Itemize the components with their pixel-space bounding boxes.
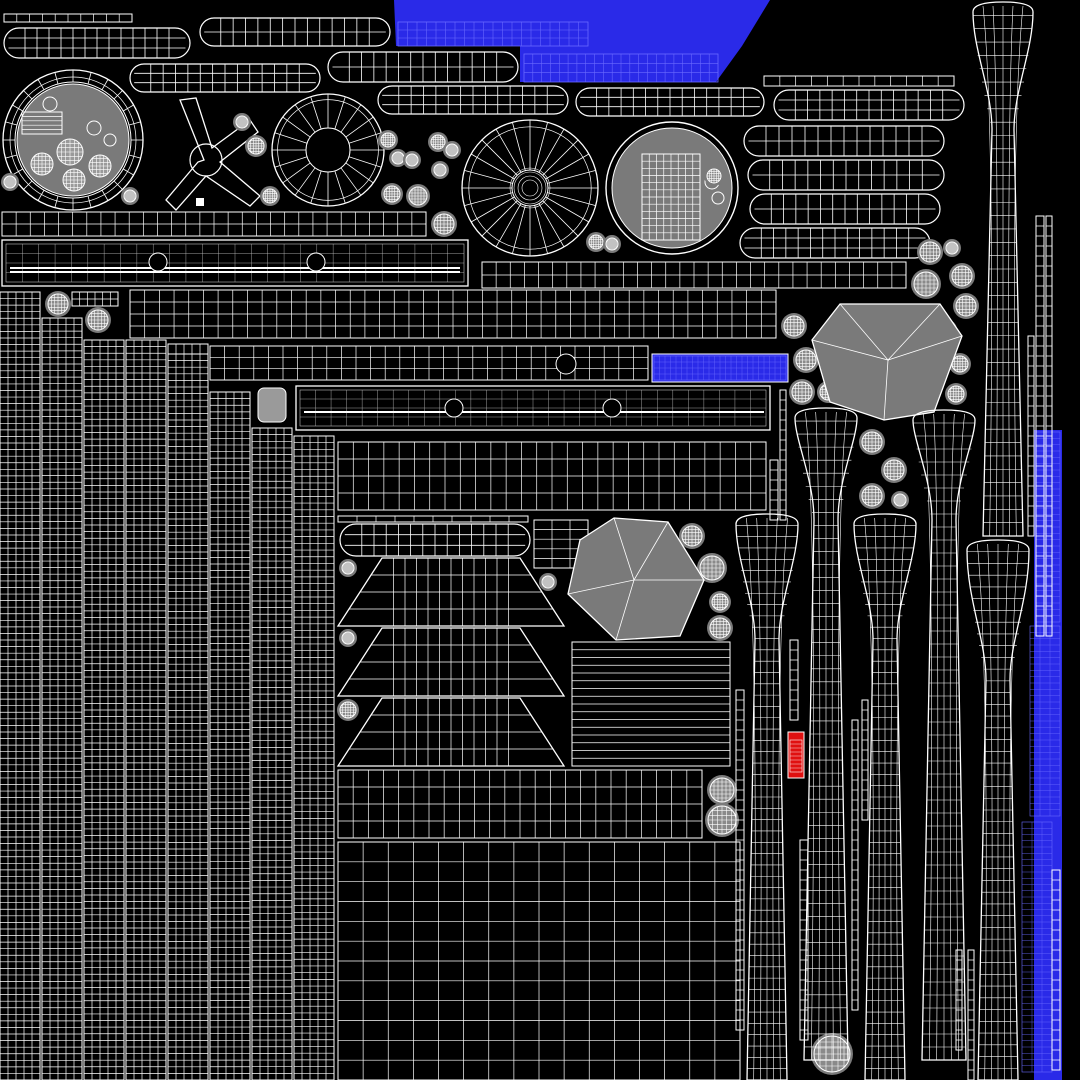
bolt-clusters <box>1 113 979 1075</box>
fan-wheel-b <box>461 119 599 257</box>
beam-row-d <box>129 289 777 339</box>
center-pill-row <box>337 515 589 569</box>
hex-shell-b <box>811 303 963 421</box>
beam-row-a <box>1 211 427 237</box>
left-grid-columns <box>0 291 335 1080</box>
tri-spoke-hub <box>165 97 261 211</box>
beam-row-e <box>209 345 649 381</box>
porthole-disc <box>605 121 739 255</box>
thin-vertical-strips <box>735 215 1061 1080</box>
striped-panel <box>571 641 731 767</box>
top-thin-strip <box>3 13 133 23</box>
trapezoid-panels <box>336 557 566 767</box>
blue-shell-right <box>1021 430 1062 1080</box>
blue-shell-top <box>394 0 770 83</box>
tapered-shell-3 <box>912 409 976 1061</box>
tapered-shell-5 <box>853 513 917 1080</box>
red-marker <box>787 731 805 779</box>
beam-row-b <box>1 239 469 287</box>
tapered-shell-4 <box>735 513 799 1080</box>
beam-row-c <box>481 261 907 289</box>
tapered-shell-1 <box>972 1 1034 537</box>
fan-wheel-a <box>271 93 385 207</box>
hex-shell-a <box>567 517 705 641</box>
center-panel-a <box>337 441 767 511</box>
lower-panel-a <box>337 769 703 839</box>
lower-panel-large <box>337 841 741 1080</box>
blue-shell-mid <box>651 353 789 383</box>
top-pills <box>3 17 965 259</box>
beam-row-f <box>257 385 771 431</box>
gauge-disc-left <box>2 69 144 211</box>
tapered-shell-6 <box>966 539 1030 1080</box>
tapered-shell-2 <box>794 407 858 1061</box>
